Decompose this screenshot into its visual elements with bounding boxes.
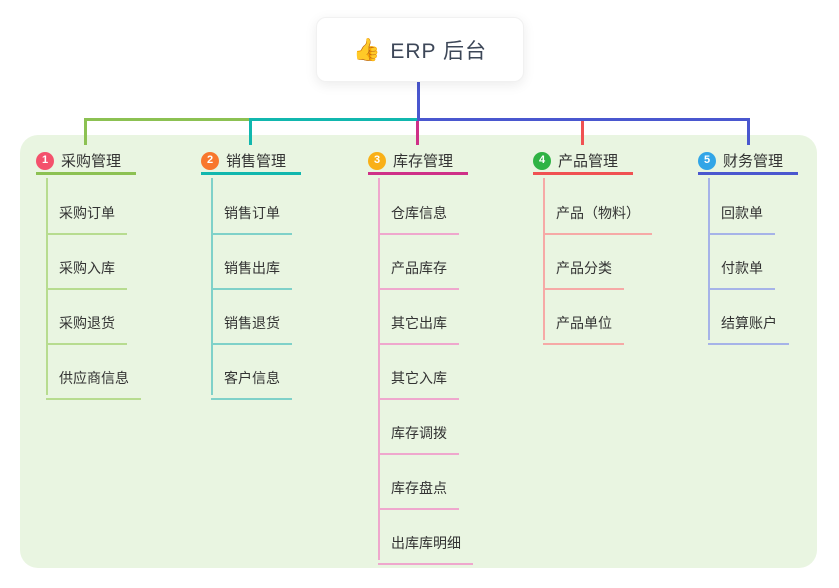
- bus-line-teal: [249, 118, 419, 121]
- branch-child-spine: [46, 178, 48, 395]
- branch-header-purchase[interactable]: 1 采购管理: [36, 149, 136, 175]
- child-node[interactable]: 结算账户: [708, 313, 789, 345]
- branch-title: 销售管理: [226, 153, 287, 170]
- branch-drop-product: [581, 121, 584, 145]
- branch-header-inventory[interactable]: 3 库存管理: [368, 149, 468, 175]
- branches-background-panel: [20, 135, 817, 568]
- child-node[interactable]: 其它入库: [378, 368, 459, 400]
- branch-child-spine: [708, 178, 710, 340]
- badge-2-icon: 2: [201, 151, 219, 170]
- branch-title: 库存管理: [393, 153, 454, 170]
- badge-5-icon: 5: [698, 151, 716, 170]
- branch-drop-inventory: [416, 121, 419, 145]
- branch-child-spine: [378, 178, 380, 560]
- branch-title: 财务管理: [723, 153, 784, 170]
- child-node[interactable]: 客户信息: [211, 368, 292, 400]
- child-node[interactable]: 产品库存: [378, 258, 459, 290]
- child-node[interactable]: 出库库明细: [378, 533, 473, 565]
- badge-4-icon: 4: [533, 151, 551, 170]
- child-node[interactable]: 付款单: [708, 258, 775, 290]
- branch-header-product[interactable]: 4 产品管理: [533, 149, 633, 175]
- child-node[interactable]: 库存盘点: [378, 478, 459, 510]
- child-node[interactable]: 其它出库: [378, 313, 459, 345]
- child-node[interactable]: 仓库信息: [378, 203, 459, 235]
- branch-child-spine: [543, 178, 545, 340]
- badge-3-icon: 3: [368, 151, 386, 170]
- branch-title: 采购管理: [61, 153, 122, 170]
- bus-line-blue: [417, 118, 750, 121]
- child-node[interactable]: 库存调拨: [378, 423, 459, 455]
- root-title: ERP 后台: [390, 39, 488, 63]
- branch-title: 产品管理: [558, 153, 619, 170]
- child-node[interactable]: 采购入库: [46, 258, 127, 290]
- branch-header-sales[interactable]: 2 销售管理: [201, 149, 301, 175]
- child-node[interactable]: 回款单: [708, 203, 775, 235]
- branch-header-finance[interactable]: 5 财务管理: [698, 149, 798, 175]
- badge-1-icon: 1: [36, 151, 54, 170]
- thumbs-up-icon: 👍: [352, 36, 381, 62]
- child-node[interactable]: 产品（物料）: [543, 203, 652, 235]
- root-connector-line: [417, 82, 420, 121]
- branch-drop-finance: [747, 118, 750, 145]
- child-node[interactable]: 产品分类: [543, 258, 624, 290]
- child-node[interactable]: 供应商信息: [46, 368, 141, 400]
- root-node[interactable]: 👍 ERP 后台: [316, 17, 524, 82]
- child-node[interactable]: 采购订单: [46, 203, 127, 235]
- branch-child-spine: [211, 178, 213, 395]
- child-node[interactable]: 采购退货: [46, 313, 127, 345]
- child-node[interactable]: 销售订单: [211, 203, 292, 235]
- branch-drop-sales: [249, 118, 252, 145]
- bus-line-green: [84, 118, 251, 121]
- branch-drop-purchase: [84, 118, 87, 145]
- child-node[interactable]: 产品单位: [543, 313, 624, 345]
- child-node[interactable]: 销售退货: [211, 313, 292, 345]
- child-node[interactable]: 销售出库: [211, 258, 292, 290]
